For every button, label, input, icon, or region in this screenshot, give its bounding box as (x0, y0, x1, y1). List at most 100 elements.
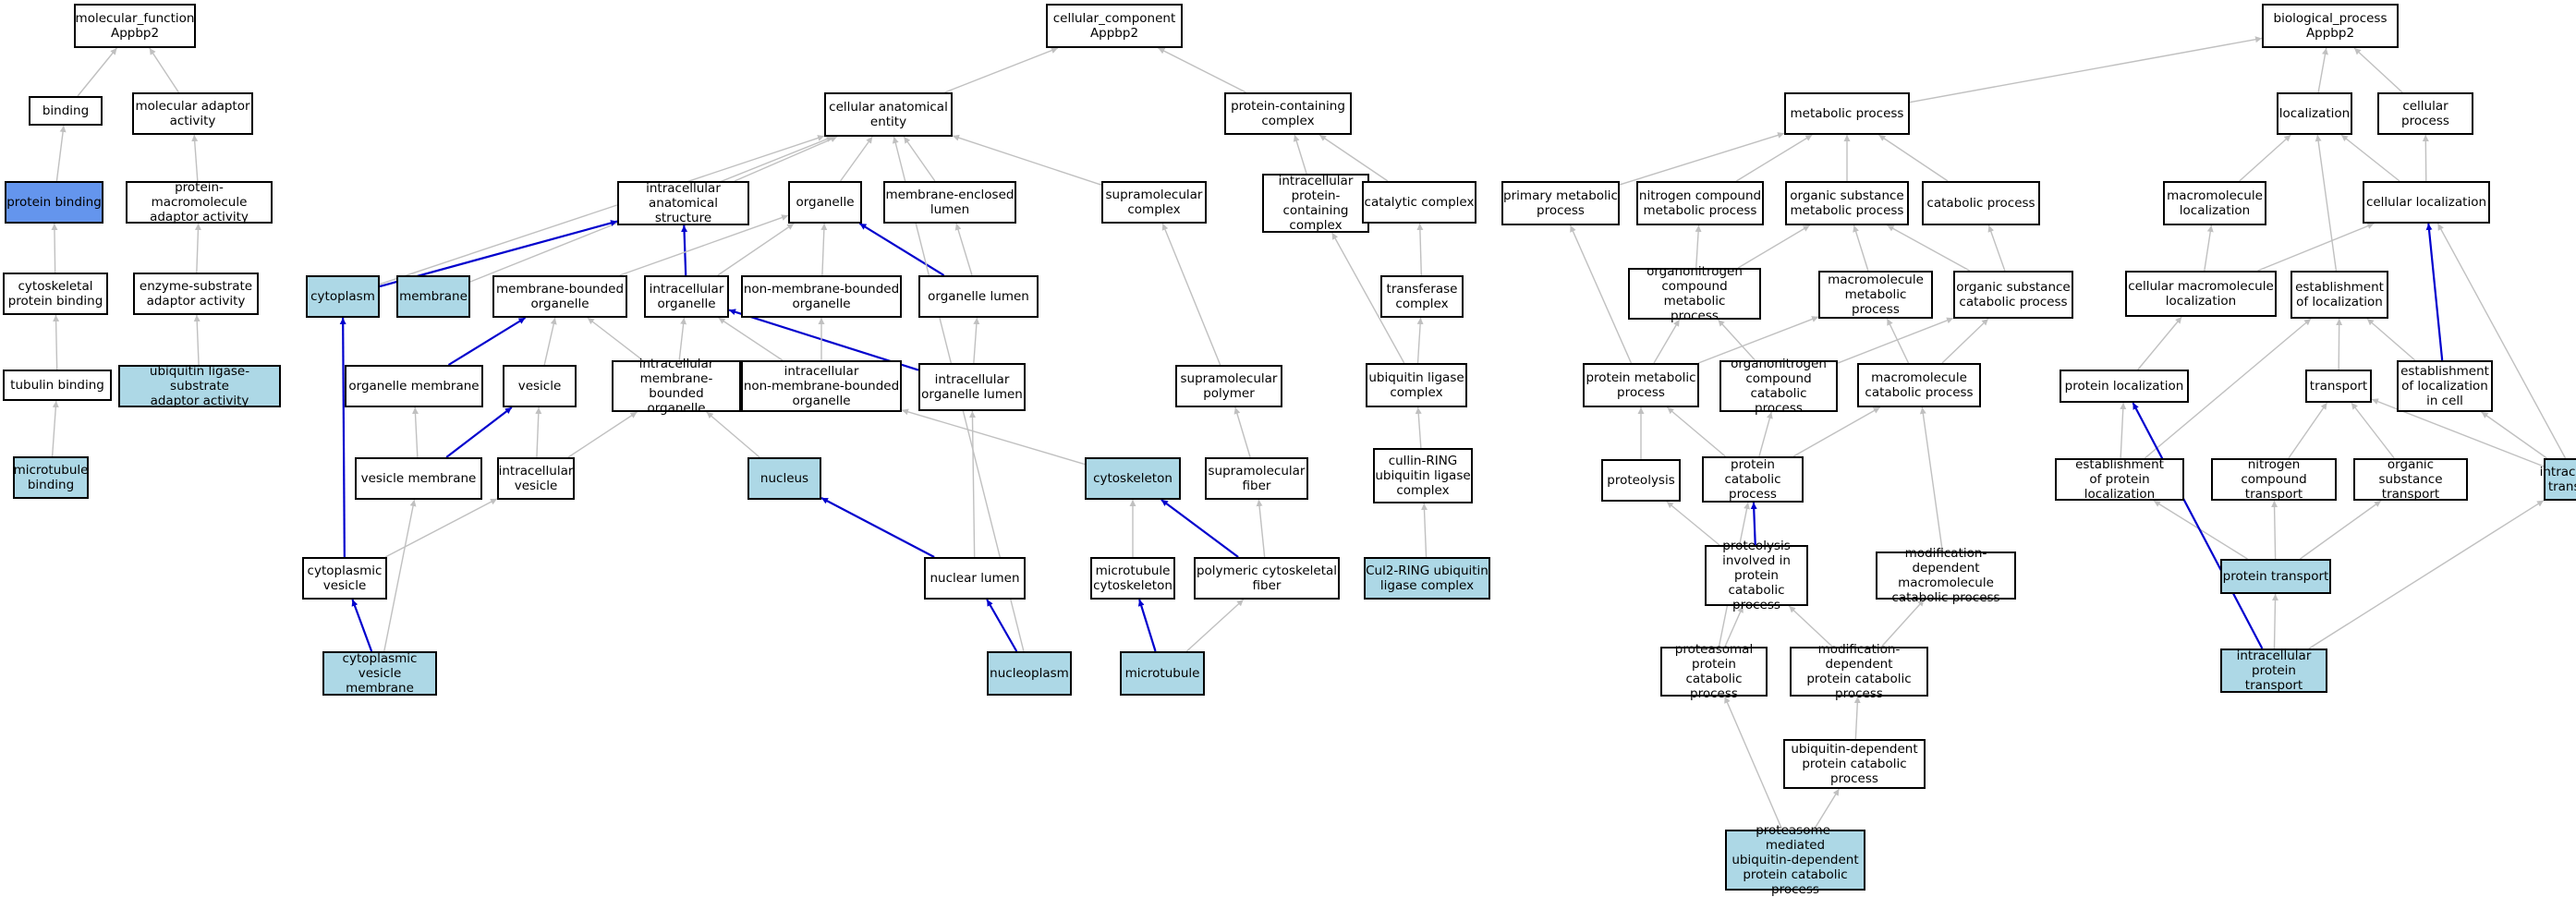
go-term-ubiq-dep-prot-catabolic[interactable]: ubiquitin-dependent protein catabolic pr… (1783, 739, 1926, 789)
go-term-protein-localization[interactable]: protein localization (2060, 370, 2189, 403)
edge-tubulin-binding-to-cytosk-prot-binding (53, 314, 60, 370)
edge-org-sub-catabolic-to-org-sub-metabolic (1887, 224, 1971, 272)
go-term-establish-protein-loc[interactable]: establishment of protein localization (2055, 457, 2184, 502)
go-term-cytosk-prot-binding[interactable]: cytoskeletal protein binding (3, 273, 108, 315)
edge-cyto-vesicle-membrane-to-vesicle-membrane (383, 499, 417, 652)
go-term-cullin-ring[interactable]: cullin-RING ubiquitin ligase complex (1373, 448, 1473, 503)
go-term-mf[interactable]: molecular_function Appbp2 (74, 4, 196, 48)
edge-org-sub-transport-to-transport (2351, 402, 2395, 459)
go-term-membrane-encl-lumen[interactable]: membrane-enclosed lumen (883, 181, 1016, 224)
go-term-intracellular-transport[interactable]: intracellular transport (2540, 458, 2576, 501)
go-term-supramol-complex[interactable]: supramolecular complex (1101, 181, 1207, 224)
go-term-intra-vesicle[interactable]: intracellular vesicle (497, 457, 575, 500)
go-term-catalytic-complex[interactable]: catalytic complex (1362, 181, 1476, 224)
go-term-metabolic[interactable]: metabolic process (1784, 92, 1910, 135)
go-term-primary-metabolic[interactable]: primary metabolic process (1501, 181, 1620, 225)
go-term-cyto-vesicle-membrane[interactable]: cytoplasmic vesicle membrane (322, 651, 437, 696)
go-term-transferase-complex[interactable]: transferase complex (1380, 275, 1464, 318)
go-term-organonitrogen-metabolic[interactable]: organonitrogen compound metabolic proces… (1628, 264, 1761, 323)
go-term-cellular-localization[interactable]: cellular localization (2363, 181, 2490, 224)
go-term-protein-binding[interactable]: protein binding (5, 181, 103, 224)
go-term-protein-catabolic[interactable]: protein catabolic process (1702, 456, 1804, 503)
go-term-intra-prot-cont-complex[interactable]: intracellular protein-containing complex (1262, 174, 1369, 233)
go-term-protein-metabolic[interactable]: protein metabolic process (1583, 363, 1699, 407)
go-term-ubiq-lig-complex[interactable]: ubiquitin ligase complex (1366, 363, 1467, 407)
edge-nuclear-lumen-to-nucleus (820, 496, 935, 558)
edge-nitrogen-comp-metabolic-to-metabolic (1735, 134, 1813, 182)
go-term-non-mem-bound-org[interactable]: non-membrane-bounded organelle (741, 275, 902, 318)
go-term-org-membrane[interactable]: organelle membrane (345, 365, 483, 407)
go-term-intracellular-prot-transport[interactable]: intracellular protein transport (2220, 649, 2327, 693)
go-term-proteolysis-prot-catabolic[interactable]: proteolysis involved in protein cataboli… (1705, 539, 1808, 612)
go-term-microtubule-binding[interactable]: microtubule binding (13, 456, 89, 499)
edge-supramol-polymer-to-supramol-complex (1161, 223, 1221, 366)
go-term-poly-cytosk-fiber[interactable]: polymeric cytoskeletal fiber (1194, 557, 1340, 600)
go-term-nuclear-lumen[interactable]: nuclear lumen (924, 557, 1026, 600)
go-term-establish-loc-in-cell[interactable]: establishment of localization in cell (2397, 360, 2493, 412)
go-term-intra-org[interactable]: intracellular organelle (644, 275, 729, 318)
go-term-mem-bound-org[interactable]: membrane-bounded organelle (492, 275, 627, 318)
go-term-prot-macro-adaptor[interactable]: protein-macromolecule adaptor activity (126, 180, 273, 224)
edge-protein-binding-to-binding (55, 125, 67, 182)
go-term-nucleoplasm[interactable]: nucleoplasm (987, 651, 1072, 696)
edge-cullin-ring-to-ubiq-lig-complex (1415, 406, 1422, 449)
go-term-cul2-ring[interactable]: Cul2-RING ubiquitin ligase complex (1364, 557, 1490, 600)
go-term-proteolysis[interactable]: proteolysis (1601, 459, 1681, 502)
go-term-macromol-metabolic[interactable]: macromolecule metabolic process (1818, 271, 1933, 319)
go-term-transport[interactable]: transport (2305, 370, 2372, 403)
go-term-proteasome-mediated[interactable]: proteasome-mediated ubiquitin-dependent … (1725, 823, 1865, 897)
edge-protein-localization-to-cell-macromol-localization (2137, 316, 2182, 370)
go-term-enzyme-sub-adaptor[interactable]: enzyme-substrate adaptor activity (133, 273, 259, 315)
go-term-vesicle-membrane[interactable]: vesicle membrane (355, 457, 482, 500)
go-term-organonitrogen-catabolic[interactable]: organonitrogen compound catabolic proces… (1719, 357, 1838, 416)
go-term-organelle[interactable]: organelle (788, 181, 862, 224)
go-term-intra-mem-bound-org[interactable]: intracellular membrane-bounded organelle (612, 357, 741, 416)
go-term-proteasomal-catabolic[interactable]: proteasomal protein catabolic process (1660, 642, 1768, 701)
go-term-cae[interactable]: cellular anatomical entity (824, 92, 953, 137)
go-term-nitrogen-comp-metabolic[interactable]: nitrogen compound metabolic process (1636, 181, 1764, 225)
go-term-intra-anat[interactable]: intracellular anatomical structure (617, 181, 749, 225)
go-term-macromol-localization[interactable]: macromolecule localization (2163, 181, 2266, 225)
go-term-org-sub-transport[interactable]: organic substance transport (2353, 457, 2468, 502)
go-term-org-lumen[interactable]: organelle lumen (918, 275, 1039, 318)
go-term-establish-localization[interactable]: establishment of localization (2290, 271, 2388, 319)
edge-catalytic-complex-to-prot-cont-complex (1318, 134, 1389, 182)
go-term-org-sub-catabolic[interactable]: organic substance catabolic process (1953, 271, 2073, 319)
go-term-nucleus[interactable]: nucleus (747, 457, 821, 500)
edge-cul2-ring-to-cullin-ring (1421, 503, 1428, 558)
go-term-mol-adaptor[interactable]: molecular adaptor activity (132, 92, 253, 135)
edge-vesicle-membrane-to-vesicle (445, 406, 513, 458)
go-term-supramol-fiber[interactable]: supramolecular fiber (1205, 457, 1308, 500)
go-term-bp[interactable]: biological_process Appbp2 (2262, 4, 2399, 48)
go-term-membrane[interactable]: membrane (396, 275, 470, 318)
edge-nucleus-to-intra-mem-bound-org (706, 411, 760, 458)
go-term-supramol-polymer[interactable]: supramolecular polymer (1175, 365, 1282, 407)
go-term-cyto-vesicle[interactable]: cytoplasmic vesicle (302, 557, 387, 600)
go-term-catabolic[interactable]: catabolic process (1922, 181, 2040, 225)
go-term-cell-macromol-localization[interactable]: cellular macromolecule localization (2125, 271, 2277, 317)
go-term-macromol-catabolic[interactable]: macromolecule catabolic process (1857, 363, 1981, 407)
go-term-binding[interactable]: binding (29, 96, 103, 126)
go-term-mod-dep-prot-catabolic[interactable]: modification-dependent protein catabolic… (1790, 642, 1928, 701)
go-term-prot-cont-complex[interactable]: protein-containing complex (1224, 92, 1352, 135)
go-term-microtubule-cytosk[interactable]: microtubule cytoskeleton (1090, 557, 1175, 600)
go-term-microtubule[interactable]: microtubule (1120, 651, 1205, 696)
go-term-cytoskeleton[interactable]: cytoskeleton (1085, 457, 1181, 500)
go-term-intra-org-lumen[interactable]: intracellular organelle lumen (918, 363, 1026, 411)
edge-vesicle-to-mem-bound-org (543, 317, 557, 366)
edge-intracellular-prot-transport-to-protein-localization (2132, 402, 2264, 649)
go-term-tubulin-binding[interactable]: tubulin binding (3, 370, 112, 401)
go-term-mod-dep-macromol-catabolic[interactable]: modification-dependent macromolecule cat… (1876, 546, 2016, 605)
go-term-intra-non-mem-bound-org[interactable]: intracellular non-membrane-bounded organ… (741, 360, 902, 412)
go-term-cc[interactable]: cellular_component Appbp2 (1046, 4, 1183, 48)
go-term-vesicle[interactable]: vesicle (503, 365, 577, 407)
go-term-localization[interactable]: localization (2277, 92, 2352, 135)
go-term-cellular-process[interactable]: cellular process (2377, 92, 2473, 135)
go-term-org-sub-metabolic[interactable]: organic substance metabolic process (1785, 181, 1909, 225)
go-term-protein-transport[interactable]: protein transport (2220, 559, 2331, 594)
edge-intra-non-mem-bound-org-to-intra-org (718, 317, 784, 361)
go-term-cytoplasm[interactable]: cytoplasm (306, 275, 380, 318)
edge-establish-protein-loc-to-protein-localization (2120, 402, 2127, 459)
go-term-ubiq-lig-sub-adaptor[interactable]: ubiquitin ligase-substrate adaptor activ… (118, 364, 281, 408)
go-term-nitrogen-comp-transport[interactable]: nitrogen compound transport (2211, 457, 2337, 502)
